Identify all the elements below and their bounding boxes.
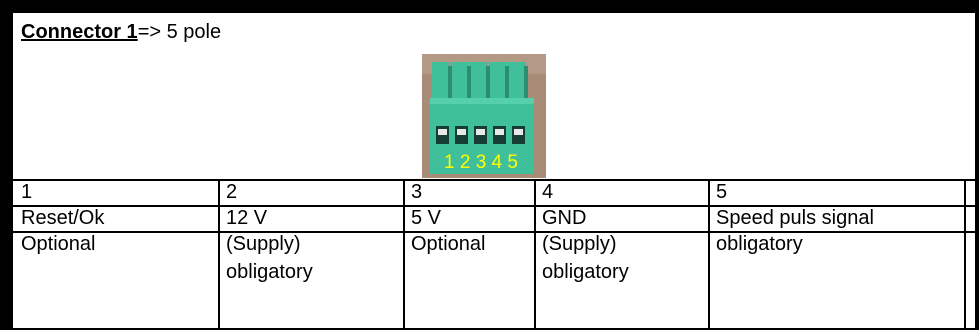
pin-number-2: 2 <box>226 181 238 203</box>
pin-function-1: Reset/Ok <box>21 207 105 229</box>
pin-function-4: GND <box>542 207 587 229</box>
table-rule <box>13 179 975 181</box>
pin-requirement-3: Optional <box>411 233 486 255</box>
table-rule <box>403 179 405 330</box>
connector-name: Connector 1 <box>21 21 138 43</box>
pin-requirement-1: Optional <box>21 233 96 255</box>
connector-wire-openings <box>436 126 525 144</box>
pin-requirement-4-line-1: (Supply) <box>542 233 617 255</box>
pin-number-labels: 1 2 3 4 5 <box>444 152 518 173</box>
pin-requirement-5: obligatory <box>716 233 803 255</box>
pin-number-1: 1 <box>21 181 33 203</box>
table-rule <box>13 205 975 207</box>
pin-function-2: 12 V <box>226 207 268 229</box>
connector-pole-count: => 5 pole <box>137 21 222 43</box>
connector-title: Connector 1=> 5 pole <box>21 20 221 45</box>
pin-function-5: Speed puls signal <box>716 207 874 229</box>
pin-requirement-2-line-2: obligatory <box>226 261 313 283</box>
pin-number-4: 4 <box>542 181 554 203</box>
pin-function-3: 5 V <box>411 207 442 229</box>
table-rule <box>708 179 710 330</box>
connector-body-highlight <box>430 98 534 104</box>
table-rule <box>964 179 966 330</box>
table-rule <box>218 179 220 330</box>
pin-requirement-4-line-2: obligatory <box>542 261 629 283</box>
table-rule <box>13 231 975 233</box>
pin-number-5: 5 <box>716 181 728 203</box>
pin-requirement-2-line-1: (Supply) <box>226 233 301 255</box>
connector-photo: 1 2 3 4 5 <box>422 54 546 178</box>
pin-number-3: 3 <box>411 181 423 203</box>
connector-screw-ridges <box>432 62 528 104</box>
table-rule <box>534 179 536 330</box>
